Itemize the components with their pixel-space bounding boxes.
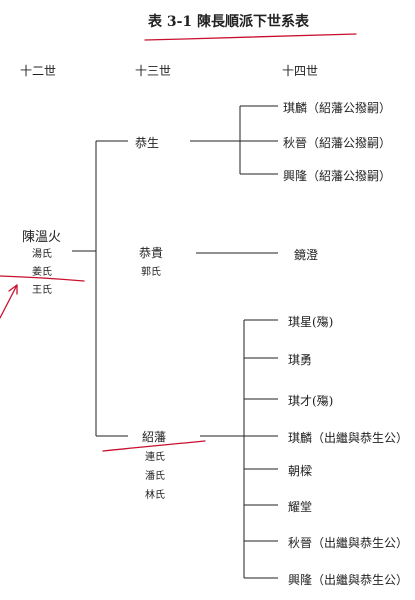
gen13-node-gonggui: 恭貴: [139, 246, 164, 260]
gen14-node: 興隆（紹藩公撥嗣）: [283, 169, 392, 183]
gen13-spouse: 林氏: [145, 490, 165, 501]
root-spouse: 姜氏: [32, 267, 52, 278]
generation-header-14: 十四世: [282, 64, 319, 78]
generation-header-13: 十三世: [135, 64, 172, 78]
gen13-spouse: 潘氏: [145, 471, 165, 482]
gen13-spouse: 連氏: [145, 452, 165, 463]
gen13-node-gongsheng: 恭生: [135, 136, 160, 150]
gen14-node: 琪星(殤): [288, 315, 334, 329]
gen14-node: 秋晉（出繼與恭生公）: [288, 536, 409, 550]
root-spouse: 王氏: [32, 285, 52, 296]
gen14-node: 秋晉（紹藩公撥嗣）: [283, 136, 392, 150]
root-spouse: 湯氏: [32, 249, 52, 260]
gen14-node: 琪麟（出繼與恭生公）: [288, 431, 409, 445]
gen14-node: 興隆（出繼與恭生公）: [288, 573, 409, 587]
gen14-node: 耀堂: [288, 500, 313, 514]
generation-header-12: 十二世: [20, 64, 57, 78]
gen13-node-shaofan: 紹藩: [142, 430, 167, 444]
page-title: 表 3-1 陳長順派下世系表: [148, 14, 310, 30]
gen14-node: 鏡澄: [294, 248, 319, 262]
root-name: 陳溫火: [22, 230, 62, 245]
gen13-spouse: 郭氏: [141, 267, 161, 278]
gen14-node: 朝樑: [288, 464, 313, 478]
gen14-node: 琪勇: [288, 353, 313, 367]
gen14-node: 琪才(殤): [288, 394, 334, 408]
gen14-node: 琪麟（紹藩公撥嗣）: [283, 101, 392, 115]
